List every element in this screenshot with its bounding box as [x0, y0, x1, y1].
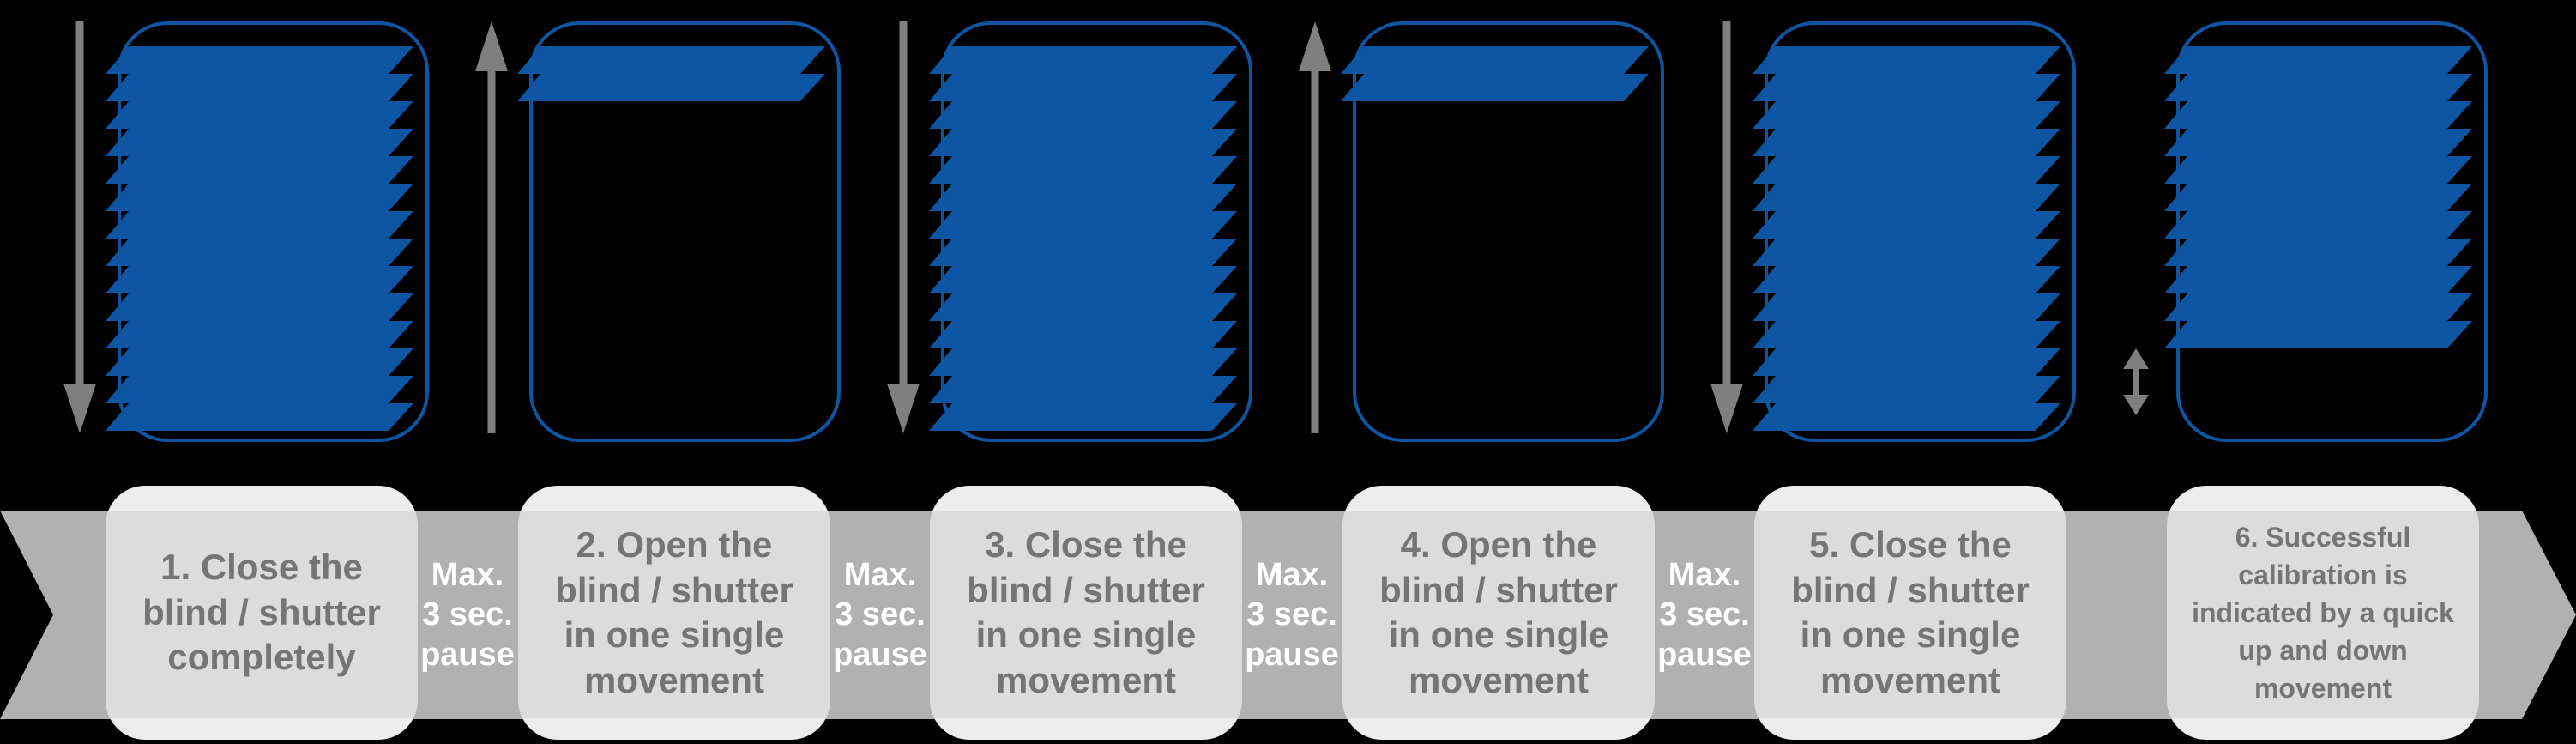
blind-slat	[929, 184, 1237, 211]
blind-slat	[2164, 266, 2472, 293]
blind-slat	[1341, 46, 1649, 74]
process-arrow-ribbon	[0, 511, 2576, 719]
blind-slats-2	[517, 46, 825, 101]
step-box-1: 1. Close the blind / shutter completely	[106, 486, 418, 740]
blind-slat	[2164, 156, 2472, 184]
arrow-shaft	[487, 68, 496, 433]
blind-slat	[929, 403, 1237, 431]
blind-slat	[1753, 156, 2060, 184]
arrow-shaft	[75, 21, 84, 387]
blind-slat	[1753, 129, 2060, 156]
blind-slat	[929, 266, 1237, 293]
blind-slat	[1753, 266, 2060, 293]
down-arrow-icon-3	[887, 21, 920, 433]
step-box-4: 4. Open the blind / shutter in one singl…	[1342, 486, 1655, 740]
arrow-head-down	[2123, 395, 2149, 415]
blind-slat	[1753, 211, 2060, 239]
up-down-arrow-icon-6	[2123, 348, 2149, 415]
blind-slat	[517, 74, 825, 101]
blind-slat	[929, 293, 1237, 321]
blind-slat	[1753, 184, 2060, 211]
blind-slat	[106, 211, 413, 239]
blind-slat	[517, 46, 825, 74]
blind-slats-5	[1753, 46, 2060, 431]
blind-slat	[106, 101, 413, 129]
blind-slat	[106, 129, 413, 156]
step-box-3: 3. Close the blind / shutter in one sing…	[930, 486, 1242, 740]
blind-slat	[929, 129, 1237, 156]
blind-slat	[1753, 403, 2060, 431]
step-box-2: 2. Open the blind / shutter in one singl…	[518, 486, 830, 740]
arrow-shaft	[1311, 68, 1319, 433]
blind-slat	[2164, 101, 2472, 129]
pause-label-1: Max. 3 sec. pause	[420, 556, 515, 673]
blind-slats-4	[1341, 46, 1649, 101]
arrow-shaft	[2133, 366, 2139, 398]
blind-slat	[2164, 129, 2472, 156]
blind-slat	[106, 376, 413, 403]
blind-frame-4	[1353, 21, 1664, 442]
arrow-head	[887, 384, 920, 433]
blind-slat	[929, 239, 1237, 266]
blind-slats-1	[106, 46, 413, 431]
blind-slat	[929, 376, 1237, 403]
blind-slat	[106, 239, 413, 266]
blind-slat	[106, 348, 413, 376]
blind-slat	[106, 156, 413, 184]
step-box-5: 5. Close the blind / shutter in one sing…	[1754, 486, 2066, 740]
blind-frame-2	[529, 21, 841, 442]
step-box-6: 6. Successful calibration is indicated b…	[2167, 486, 2479, 740]
blind-slats-3	[929, 46, 1237, 431]
blind-slat	[1753, 46, 2060, 74]
blind-slat	[2164, 74, 2472, 101]
blind-slat	[1753, 376, 2060, 403]
arrow-shaft	[1722, 21, 1731, 387]
pause-label-3: Max. 3 sec. pause	[1245, 556, 1339, 673]
blind-slat	[1753, 348, 2060, 376]
blind-slat	[1753, 321, 2060, 348]
up-arrow-icon-2	[475, 21, 508, 433]
blind-slat	[106, 74, 413, 101]
blind-slat	[2164, 239, 2472, 266]
blind-slat	[2164, 321, 2472, 348]
blind-slat	[1753, 74, 2060, 101]
blind-slats-6	[2164, 46, 2472, 348]
down-arrow-icon-1	[63, 21, 96, 433]
pause-label-2: Max. 3 sec. pause	[833, 556, 927, 673]
blind-slat	[1753, 239, 2060, 266]
arrow-head	[1710, 384, 1743, 433]
blind-slat	[106, 321, 413, 348]
arrow-head	[1299, 21, 1331, 71]
blind-slat	[106, 266, 413, 293]
blind-slat	[929, 321, 1237, 348]
down-arrow-icon-5	[1710, 21, 1743, 433]
blind-slat	[929, 74, 1237, 101]
blind-slat	[106, 184, 413, 211]
blind-slat	[1753, 293, 2060, 321]
arrow-head	[475, 21, 508, 71]
blind-slat	[1341, 74, 1649, 101]
blind-slat	[2164, 184, 2472, 211]
blind-slat	[2164, 293, 2472, 321]
blind-slat	[106, 46, 413, 74]
blind-slat	[2164, 46, 2472, 74]
blind-slat	[929, 156, 1237, 184]
arrow-shaft	[899, 21, 908, 387]
blind-slat	[1753, 101, 2060, 129]
blind-slat	[929, 211, 1237, 239]
blind-slat	[106, 293, 413, 321]
pause-label-4: Max. 3 sec. pause	[1657, 556, 1752, 673]
arrow-head	[63, 384, 96, 433]
blind-slat	[929, 348, 1237, 376]
up-arrow-icon-4	[1299, 21, 1331, 433]
blind-slat	[106, 403, 413, 431]
blind-slat	[2164, 211, 2472, 239]
blind-slat	[929, 46, 1237, 74]
blind-slat	[929, 101, 1237, 129]
